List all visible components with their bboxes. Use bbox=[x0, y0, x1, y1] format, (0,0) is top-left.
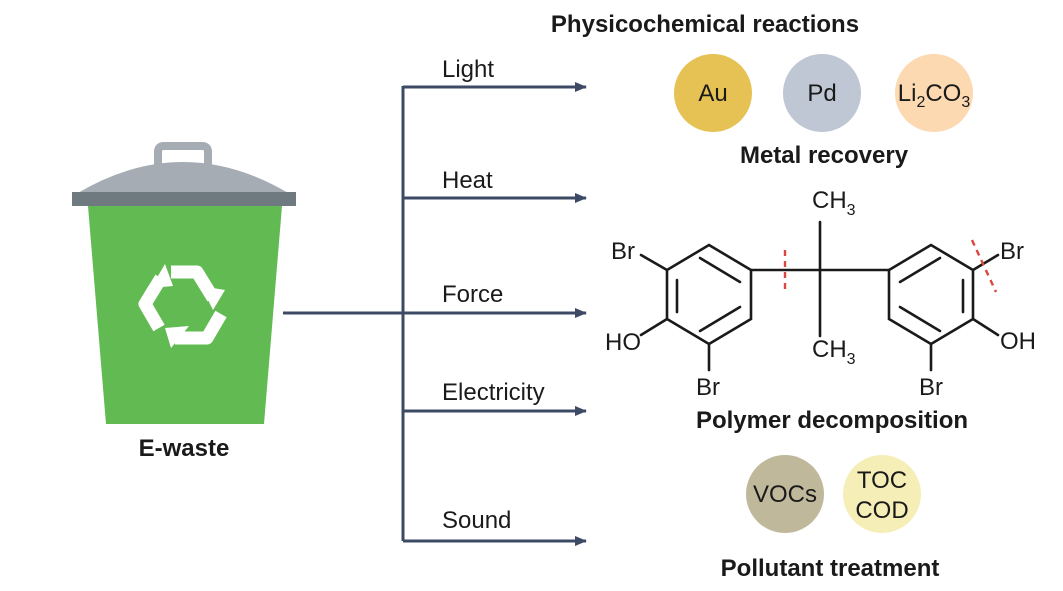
atom-ho-left: HO bbox=[605, 329, 641, 356]
metal-label-au: Au bbox=[698, 80, 727, 107]
branch-arrows bbox=[403, 82, 587, 546]
trash-bin-icon bbox=[72, 142, 296, 424]
atom-br-left-bottom: Br bbox=[696, 374, 720, 401]
atom-br-left-top: Br bbox=[611, 238, 635, 265]
branch-label-light: Light bbox=[442, 56, 494, 83]
branch-label-force: Force bbox=[442, 281, 503, 308]
atom-oh-right: OH bbox=[1000, 328, 1036, 355]
atom-br-right-bottom: Br bbox=[919, 374, 943, 401]
metal-label-pd: Pd bbox=[807, 80, 836, 107]
connector-lines bbox=[283, 86, 405, 541]
metal-label-li2co3: Li2CO3 bbox=[898, 80, 971, 111]
metal-circle-pd bbox=[783, 54, 861, 132]
metal-recovery-group: Au Pd Li2CO3 Metal recovery bbox=[674, 54, 973, 169]
pollutant-circle-toc-cod bbox=[843, 455, 921, 533]
branch-label-sound: Sound bbox=[442, 507, 511, 534]
pollutant-label-vocs: VOCs bbox=[753, 481, 817, 508]
recycle-icon bbox=[138, 264, 227, 348]
pollutant-label-cod: COD bbox=[855, 497, 908, 524]
polymer-structure bbox=[639, 220, 1000, 372]
branch-label-electricity: Electricity bbox=[442, 379, 545, 406]
pollutant-heading: Pollutant treatment bbox=[721, 555, 940, 582]
pollutant-group: VOCs TOC COD Pollutant treatment bbox=[721, 455, 940, 582]
atom-ch3-bottom: CH3 bbox=[812, 336, 856, 368]
atom-br-right-top: Br bbox=[1000, 238, 1024, 265]
branch-label-heat: Heat bbox=[442, 167, 493, 194]
e-waste-label: E-waste bbox=[139, 435, 230, 462]
polymer-heading: Polymer decomposition bbox=[696, 407, 968, 434]
pollutant-label-toc: TOC bbox=[857, 467, 907, 494]
metal-recovery-heading: Metal recovery bbox=[740, 142, 909, 169]
atom-ch3-top: CH3 bbox=[812, 187, 856, 219]
metal-circle-au bbox=[674, 54, 752, 132]
metal-circle-li2co3 bbox=[895, 54, 973, 132]
pollutant-circle-vocs bbox=[746, 455, 824, 533]
bond-cleavage-marks bbox=[783, 239, 998, 293]
diagram-title: Physicochemical reactions bbox=[551, 11, 859, 38]
